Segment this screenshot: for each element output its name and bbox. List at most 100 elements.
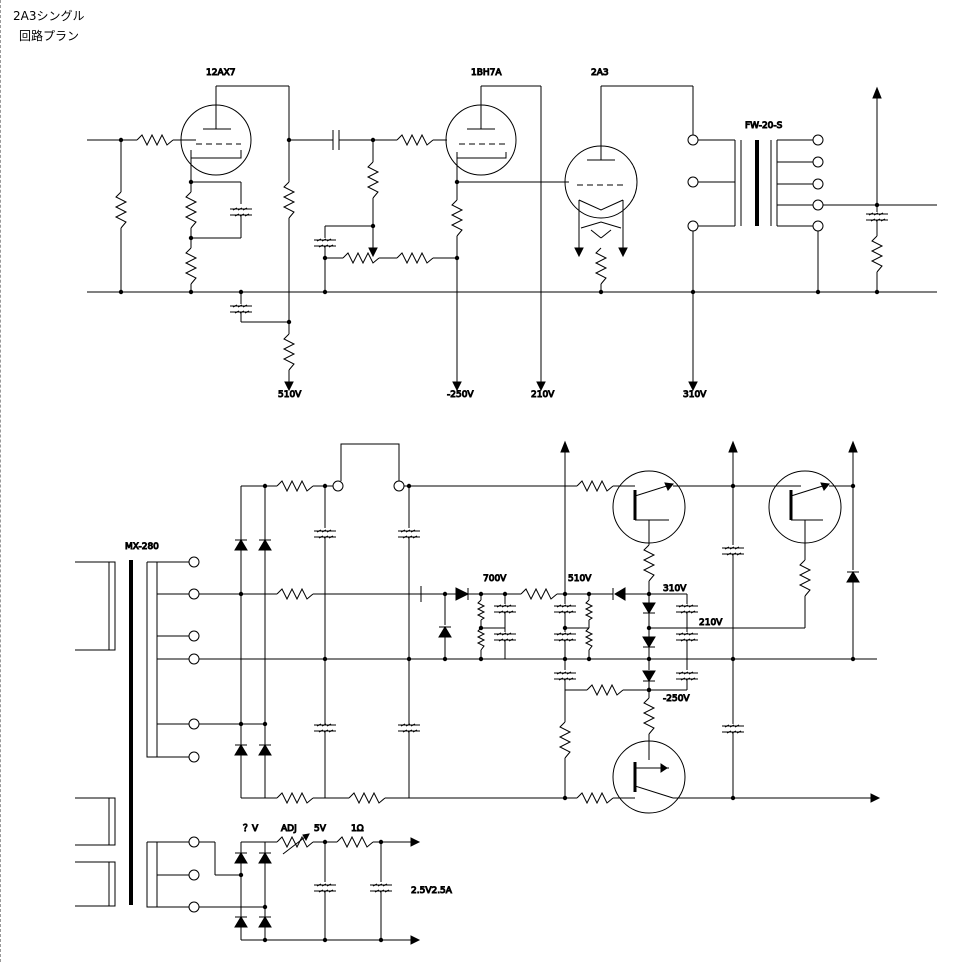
choke-link xyxy=(340,443,400,481)
ot-secondary-terminal-4 xyxy=(812,199,824,211)
heater-tap-1 xyxy=(188,836,200,848)
700v-diode xyxy=(455,587,470,601)
rail-310v: 310V xyxy=(683,390,707,400)
label-heater-output: 2.5V2.5A xyxy=(411,886,453,896)
neg-cap xyxy=(553,671,577,681)
cathode-resistor-2 xyxy=(185,247,197,285)
input-grid-resistor xyxy=(115,191,127,229)
neg-series-resistor-2 xyxy=(348,792,386,804)
pt-tap-6 xyxy=(188,751,200,763)
label-mx280: MX-280 xyxy=(125,542,159,552)
decoupling-resistor-510 xyxy=(283,333,295,371)
power-supply-section: MX-280 xyxy=(75,441,880,945)
700v-zener xyxy=(420,586,429,602)
nfb-cap xyxy=(865,212,889,222)
cathode-bypass-cap xyxy=(229,207,253,217)
label-5v: 5V xyxy=(314,824,327,834)
choke-terminal-a xyxy=(332,480,344,492)
510v-cap-2 xyxy=(553,632,577,642)
210v-diode xyxy=(642,636,656,648)
rail-cap-1 xyxy=(721,546,745,556)
tube-12ax7 xyxy=(180,104,252,176)
label-700v: 700V xyxy=(483,574,507,584)
minus-250v-cap xyxy=(675,671,699,681)
heater-diode-4 xyxy=(258,916,272,928)
pt-tap-1 xyxy=(188,556,200,568)
label-adj: ADJ xyxy=(281,824,297,834)
label-minus-250v: -250V xyxy=(663,694,690,704)
label-12ax7: 12AX7 xyxy=(206,68,236,78)
bridge-diode-3 xyxy=(234,744,248,756)
bridge-diode-4 xyxy=(258,744,272,756)
ot-primary-terminal-2 xyxy=(687,176,699,188)
neg-series-resistor-1 xyxy=(276,792,314,804)
cathode-resistor-1bh7a xyxy=(451,199,463,237)
regulator-transistor-3 xyxy=(612,740,686,814)
label-1bh7a: 1BH7A xyxy=(471,68,502,78)
bridge-diode-1 xyxy=(234,539,248,551)
neg-bleeder-resistor xyxy=(559,721,571,759)
700v-clamp-diode xyxy=(438,626,452,638)
page-title: 2A3シングル xyxy=(13,9,85,23)
label-2a3: 2A3 xyxy=(591,68,609,78)
reg1-emitter-resistor xyxy=(643,544,655,582)
rail-cap-2 xyxy=(721,724,745,734)
pt-tap-5 xyxy=(188,718,200,730)
neg-diode xyxy=(642,670,656,682)
label-210v: 210V xyxy=(699,618,723,628)
hv-series-resistor xyxy=(276,480,314,492)
510v-cap-1 xyxy=(553,604,577,614)
plate-resistor-12ax7 xyxy=(283,181,295,219)
700v-cap-2 xyxy=(493,632,517,642)
heater-cap-1 xyxy=(313,883,337,893)
310v-zener xyxy=(614,587,626,601)
rail-minus-250v: -250V xyxy=(447,390,474,400)
grid-stopper-1bh7a xyxy=(396,134,434,146)
tube-2a3 xyxy=(564,145,638,219)
grid-resistor-1bh7a xyxy=(367,161,379,199)
bias-resistor xyxy=(396,252,434,264)
ot-primary-terminal-3 xyxy=(687,220,699,232)
input-series-resistor xyxy=(136,134,174,146)
neg-regulator-resistor xyxy=(576,792,614,804)
amplifier-section: 12AX7 510V xyxy=(87,68,937,401)
label-fw20s: FW-20-S xyxy=(745,121,783,131)
pt-tap-2 xyxy=(188,588,200,600)
ot-secondary-terminal-3 xyxy=(812,178,824,190)
hv-filter-cap-1 xyxy=(313,529,337,539)
pt-tap-3 xyxy=(188,630,200,642)
output-transformer xyxy=(698,139,813,227)
heater-1ohm-resistor xyxy=(336,836,374,848)
heater-diode-1 xyxy=(234,852,248,864)
310v-diode xyxy=(642,602,656,614)
rail-510v: 510V xyxy=(278,390,302,400)
heater-adj-resistor xyxy=(276,835,314,849)
hv-filter-cap-4 xyxy=(397,723,421,733)
choke-terminal-b xyxy=(393,480,405,492)
rail-protection-diode xyxy=(846,571,860,583)
bias-cap xyxy=(313,238,337,248)
label-heater-qv: ？V xyxy=(243,824,259,834)
hv-filter-cap-2 xyxy=(397,529,421,539)
regulator-feed-resistor xyxy=(576,480,614,492)
label-1ohm: 1Ω xyxy=(351,824,364,834)
510v-feed-resistor xyxy=(520,588,558,600)
heater-diode-2 xyxy=(258,852,272,864)
700v-feed-resistor xyxy=(276,588,314,600)
label-510v: 510V xyxy=(568,574,592,584)
heater-tap-2 xyxy=(188,869,200,881)
210v-cap xyxy=(675,632,699,642)
ot-secondary-terminal-1 xyxy=(812,134,824,146)
label-310v: 310V xyxy=(663,584,687,594)
filament-hum-pot xyxy=(595,247,607,285)
neg-regulator-base-resistor xyxy=(643,697,655,735)
ot-secondary-terminal-5 xyxy=(812,220,824,232)
nfb-resistor xyxy=(871,235,883,273)
heater-cap-2 xyxy=(369,883,393,893)
reg2-emitter-resistor xyxy=(799,559,811,597)
hv-filter-cap-3 xyxy=(313,723,337,733)
310v-cap xyxy=(675,604,699,614)
ot-primary-terminal-1 xyxy=(687,134,699,146)
